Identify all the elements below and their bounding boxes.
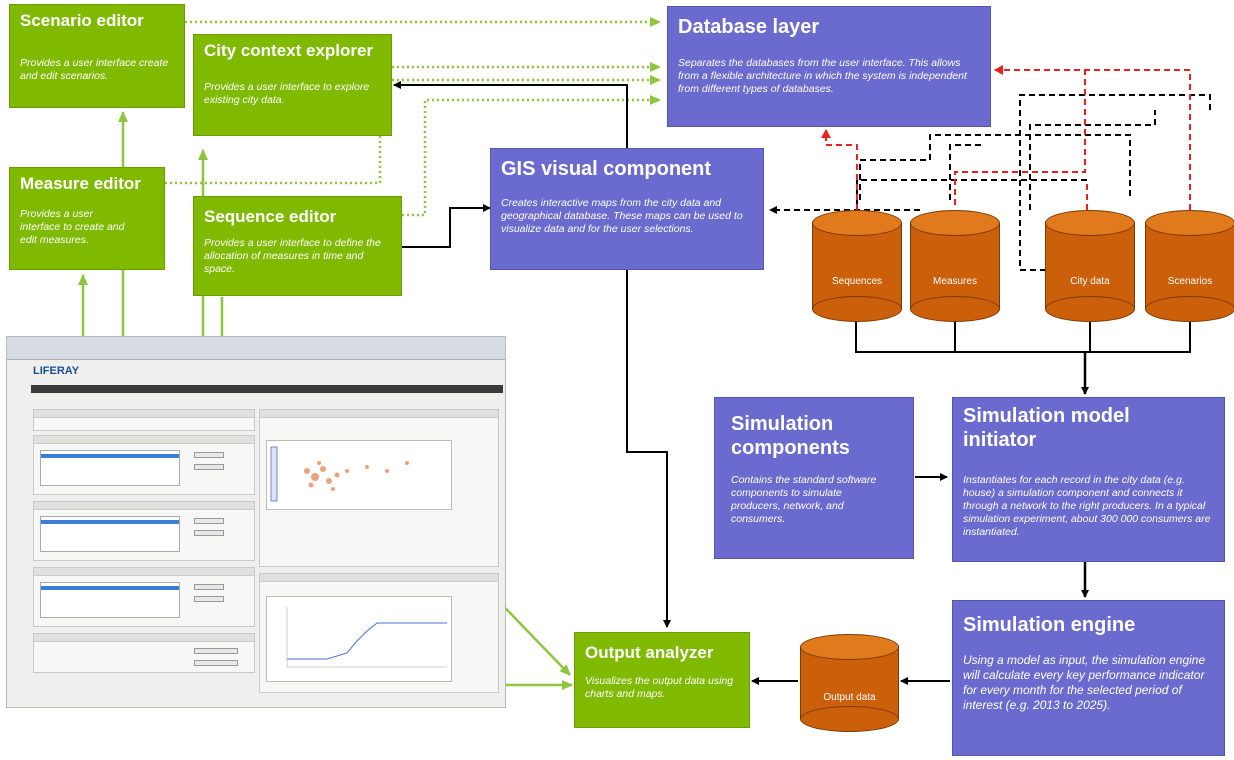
map-panel (259, 409, 499, 567)
measure-editor-box: Measure editor Provides a user interface… (9, 167, 165, 270)
sim-components-title: Simulation components (731, 413, 850, 459)
measure-editor-desc: Provides a user interface to create and … (20, 208, 125, 246)
sequence-editor-desc: Provides a user interface to define the … (204, 237, 381, 275)
panel-button (194, 596, 224, 602)
left-panel-3 (33, 501, 255, 561)
sequence-editor-box: Sequence editor Provides a user interfac… (193, 196, 402, 296)
output-analyzer-title: Output analyzer (585, 643, 714, 662)
left-panel-4 (33, 567, 255, 627)
sequence-list (40, 582, 180, 618)
chart-line (286, 607, 447, 668)
sim-engine-title: Simulation engine (963, 614, 1136, 636)
left-panel-2 (33, 435, 255, 495)
scenarios-label: Scenarios (1167, 276, 1213, 287)
panel-button (194, 660, 238, 666)
panel-button (194, 530, 224, 536)
map-overlay (270, 446, 409, 502)
sim-components-desc: Contains the standard software component… (731, 474, 877, 525)
application-screenshot: LIFERAY (6, 336, 506, 708)
measure-list (40, 516, 180, 552)
nav-bar (31, 385, 503, 393)
sequence-editor-title: Sequence editor (204, 207, 337, 226)
panel-button (194, 648, 238, 654)
measure-editor-title: Measure editor (20, 174, 141, 193)
left-panel-1 (33, 409, 255, 431)
output-chart (266, 596, 452, 682)
output-analyzer-box: Output analyzer Visualizes the output da… (574, 632, 750, 728)
sim-engine-desc: Using a model as input, the simulation e… (963, 653, 1206, 712)
output-data-database: Output data (800, 634, 899, 732)
output-data-label: Output data (823, 692, 876, 703)
measures-database: Measures (910, 210, 1000, 322)
sim-initiator-box: Simulation model initiator Instantiates … (952, 397, 1225, 562)
panel-button (194, 464, 224, 470)
panel-button (194, 452, 224, 458)
sim-initiator-title: Simulation model initiator (963, 405, 1130, 451)
output-analyzer-desc: Visualizes the output data using charts … (585, 675, 734, 700)
database-layer-box: Database layer Separates the databases f… (667, 6, 991, 127)
city-data-label: City data (1070, 276, 1110, 287)
city-data-database: City data (1045, 210, 1135, 322)
sim-initiator-desc: Instantiates for each record in the city… (963, 474, 1211, 538)
scenario-editor-desc: Provides a user interface create and edi… (20, 57, 169, 82)
city-context-desc: Provides a user interface to explore exi… (204, 81, 370, 106)
browser-chrome (7, 337, 505, 360)
sim-components-box: Simulation components Contains the stand… (714, 397, 914, 559)
database-layer-title: Database layer (678, 16, 820, 38)
city-map (266, 440, 452, 510)
chart-panel (259, 573, 499, 693)
scenario-editor-box: Scenario editor Provides a user interfac… (9, 4, 185, 108)
panel-button (194, 584, 224, 590)
city-context-title: City context explorer (204, 41, 374, 60)
left-panel-5 (33, 633, 255, 673)
panel-button (194, 518, 224, 524)
city-context-box: City context explorer Provides a user in… (193, 34, 392, 136)
scenario-editor-title: Scenario editor (20, 11, 144, 30)
gis-desc: Creates interactive maps from the city d… (501, 197, 743, 235)
gis-title: GIS visual component (501, 158, 712, 180)
sim-engine-box: Simulation engine Using a model as input… (952, 600, 1225, 756)
liferay-logo: LIFERAY (33, 365, 80, 377)
scenario-list (40, 450, 180, 486)
sequences-database: Sequences (812, 210, 902, 322)
gis-box: GIS visual component Creates interactive… (490, 148, 764, 270)
measures-label: Measures (933, 276, 977, 287)
scenarios-database: Scenarios (1145, 210, 1234, 322)
database-layer-desc: Separates the databases from the user in… (678, 57, 967, 95)
sequences-label: Sequences (831, 276, 883, 287)
